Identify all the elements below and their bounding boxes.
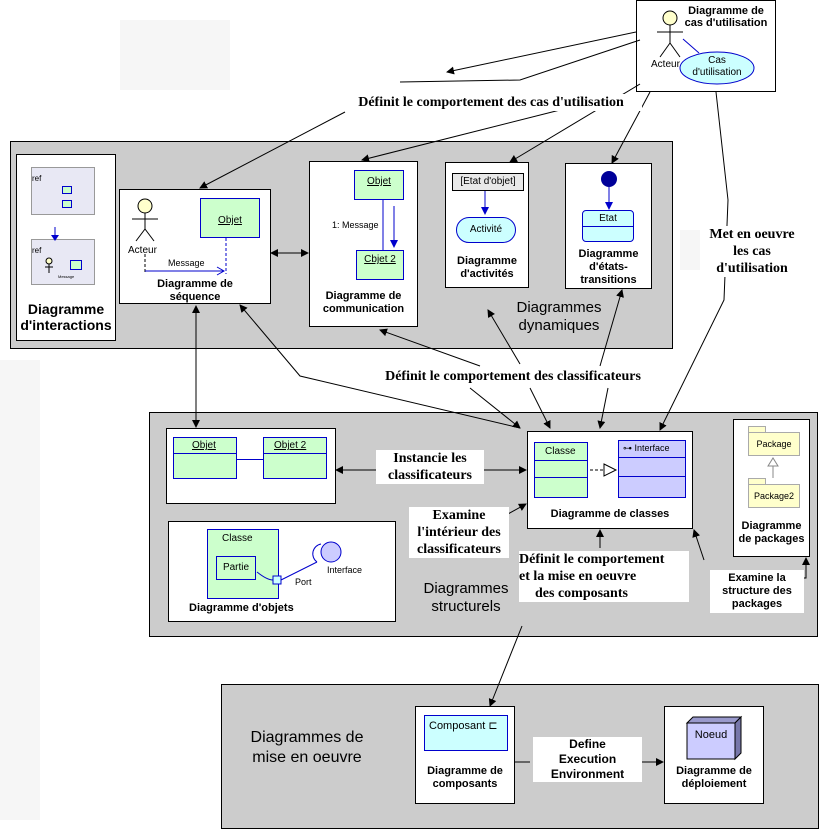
sequence-message-label: Message bbox=[168, 258, 205, 268]
communication-object-2: Cbjet 2 bbox=[356, 250, 404, 280]
statechart-drawing bbox=[601, 171, 617, 210]
object-1: Objet bbox=[173, 437, 237, 479]
bg-decoration bbox=[680, 230, 700, 270]
interface-label: Interface bbox=[327, 565, 363, 575]
package-1: Package bbox=[748, 432, 800, 456]
object-diagram-title: Diagramme d'objets bbox=[189, 602, 294, 614]
activity-node: Activité bbox=[456, 217, 516, 243]
bg-decoration bbox=[120, 20, 230, 90]
composite-class: Classe Partie bbox=[207, 529, 279, 599]
node-icon bbox=[685, 715, 743, 761]
part-box: Partie bbox=[216, 556, 256, 580]
realization-arrow bbox=[590, 463, 618, 477]
class-box: Classe bbox=[534, 442, 588, 498]
class-diagram-card[interactable]: Classe ⊶ Interface Diagramme de classes bbox=[527, 431, 693, 529]
communication-message-label: 1: Message bbox=[332, 220, 379, 230]
component-box: Composant ⊏ bbox=[424, 715, 508, 751]
note-defines-components: Définit le comportement et la mise en oe… bbox=[519, 551, 689, 602]
node-label: Noeud bbox=[694, 729, 728, 741]
object-diagram-card[interactable]: Classe Partie Interface Port Diagramme d… bbox=[168, 521, 396, 622]
note-defines-use-cases: Définit le comportement des cas d'utilis… bbox=[340, 94, 642, 111]
interaction-arrows bbox=[45, 227, 59, 273]
use-case-actor-label: Acteur bbox=[651, 59, 680, 70]
communication-drawing bbox=[382, 200, 398, 250]
note-defines-classifiers: Définit le comportement des classificate… bbox=[365, 368, 661, 385]
activity-arrow bbox=[481, 191, 489, 215]
package-generalization-arrow bbox=[767, 457, 779, 478]
communication-object-1: Objet bbox=[354, 170, 404, 200]
object-2: Objet 2 bbox=[263, 437, 327, 479]
actor-icon bbox=[657, 10, 755, 85]
sequence-object: Objet bbox=[200, 198, 260, 238]
class-diagram-title: Diagramme de classes bbox=[550, 508, 670, 520]
statechart-state: Etat bbox=[582, 210, 634, 242]
port-interface-drawing bbox=[256, 541, 342, 585]
sequence-actor-label: Acteur bbox=[128, 245, 157, 256]
interface-box: ⊶ Interface bbox=[618, 440, 686, 498]
bg-decoration bbox=[0, 360, 40, 820]
object-pair-card[interactable]: Objet Objet 2 bbox=[166, 428, 336, 504]
interaction-frame-1: ref bbox=[31, 167, 95, 215]
port-label: Port bbox=[295, 577, 312, 587]
interaction-frame-2: ref Message bbox=[31, 239, 95, 285]
activity-object-state: [Etat d'objet] bbox=[452, 173, 524, 191]
package-2: Package2 bbox=[748, 484, 800, 508]
sequence-drawing bbox=[132, 198, 227, 276]
